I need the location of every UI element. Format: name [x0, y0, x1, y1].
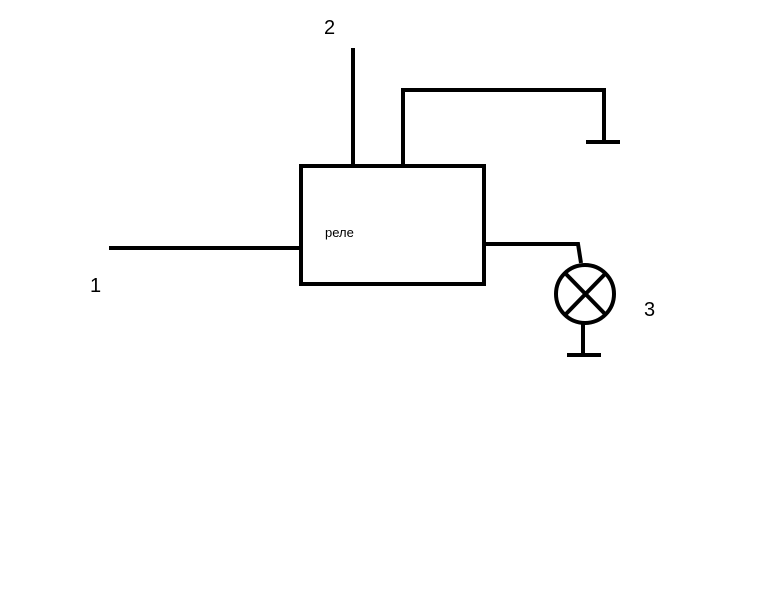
- relay-box: [299, 164, 486, 286]
- terminal-3-label: 3: [644, 299, 655, 321]
- relay-label: реле: [325, 225, 354, 240]
- lamp-cross-b: [563, 271, 608, 317]
- terminal-1-label: 1: [90, 275, 101, 297]
- ground-wire: [401, 88, 606, 166]
- output-wire: [484, 242, 583, 264]
- terminal-2-label: 2: [324, 17, 335, 39]
